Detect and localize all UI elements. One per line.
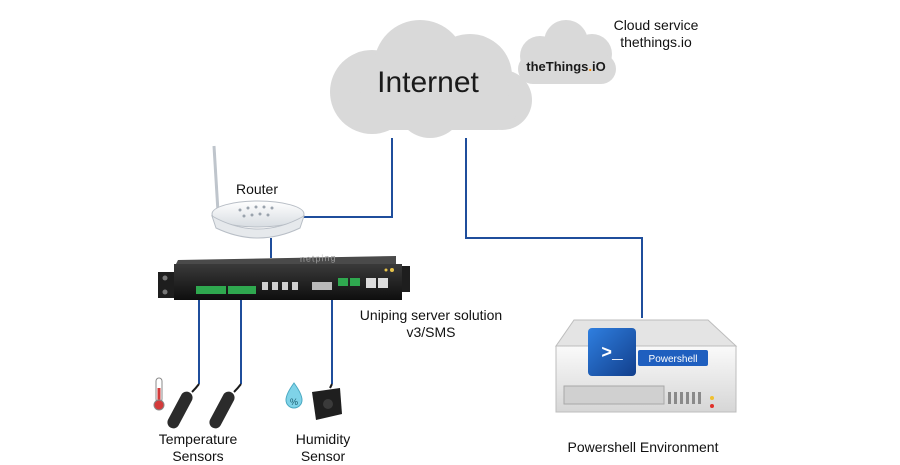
netping-brand: netping xyxy=(300,253,337,264)
svg-text:>_: >_ xyxy=(601,344,623,364)
powershell-label: Powershell Environment xyxy=(567,439,719,455)
humidity-label-line2: Sensor xyxy=(300,448,346,464)
humidity-sensor: % xyxy=(285,382,342,420)
router-device xyxy=(211,145,305,239)
thermometer-icon xyxy=(153,377,165,411)
internet-cloud xyxy=(330,20,532,138)
powershell-logo-badge: >_ Powershell xyxy=(588,328,708,376)
svg-text:%: % xyxy=(290,397,298,407)
rack-ear-left xyxy=(158,272,174,298)
temperature-label: Temperature Sensors xyxy=(146,431,250,465)
router-internet-link xyxy=(303,138,393,218)
internet-powershell-link xyxy=(465,138,643,318)
router-antenna xyxy=(212,145,220,213)
cloud-service-cloud: theThings.iO xyxy=(518,20,616,84)
uniping-label-line2: v3/SMS xyxy=(406,324,456,340)
server-drive-bays xyxy=(563,385,714,408)
thethings-logo: theThings.iO xyxy=(526,59,605,74)
humidity-drop-icon: % xyxy=(285,382,303,409)
cloud-service-title-line1: Cloud service xyxy=(613,17,699,33)
temperature-probe-1 xyxy=(167,383,200,429)
uniping-label: Uniping server solution v3/SMS xyxy=(338,307,524,341)
humidity-label-line1: Humidity xyxy=(295,431,351,447)
terminal-blocks xyxy=(196,278,360,294)
humidity-label: Humidity Sensor xyxy=(280,431,366,465)
connection-lines xyxy=(198,138,643,384)
powershell-server: >_ Powershell xyxy=(555,319,738,413)
ports xyxy=(262,278,388,290)
uniping-label-line1: Uniping server solution xyxy=(359,307,503,323)
uniping-server: netping xyxy=(158,253,410,300)
temperature-label-line1: Temperature xyxy=(158,431,238,447)
cloud-service-title-line2: thethings.io xyxy=(620,34,692,50)
cloud-service-title: Cloud service thethings.io xyxy=(598,17,714,51)
internet-label: Internet xyxy=(377,66,479,99)
temperature-sensors xyxy=(153,377,242,429)
router-label: Router xyxy=(235,181,279,197)
temperature-probe-2 xyxy=(209,383,242,429)
temperature-label-line2: Sensors xyxy=(172,448,224,464)
svg-text:Powershell: Powershell xyxy=(649,354,698,365)
